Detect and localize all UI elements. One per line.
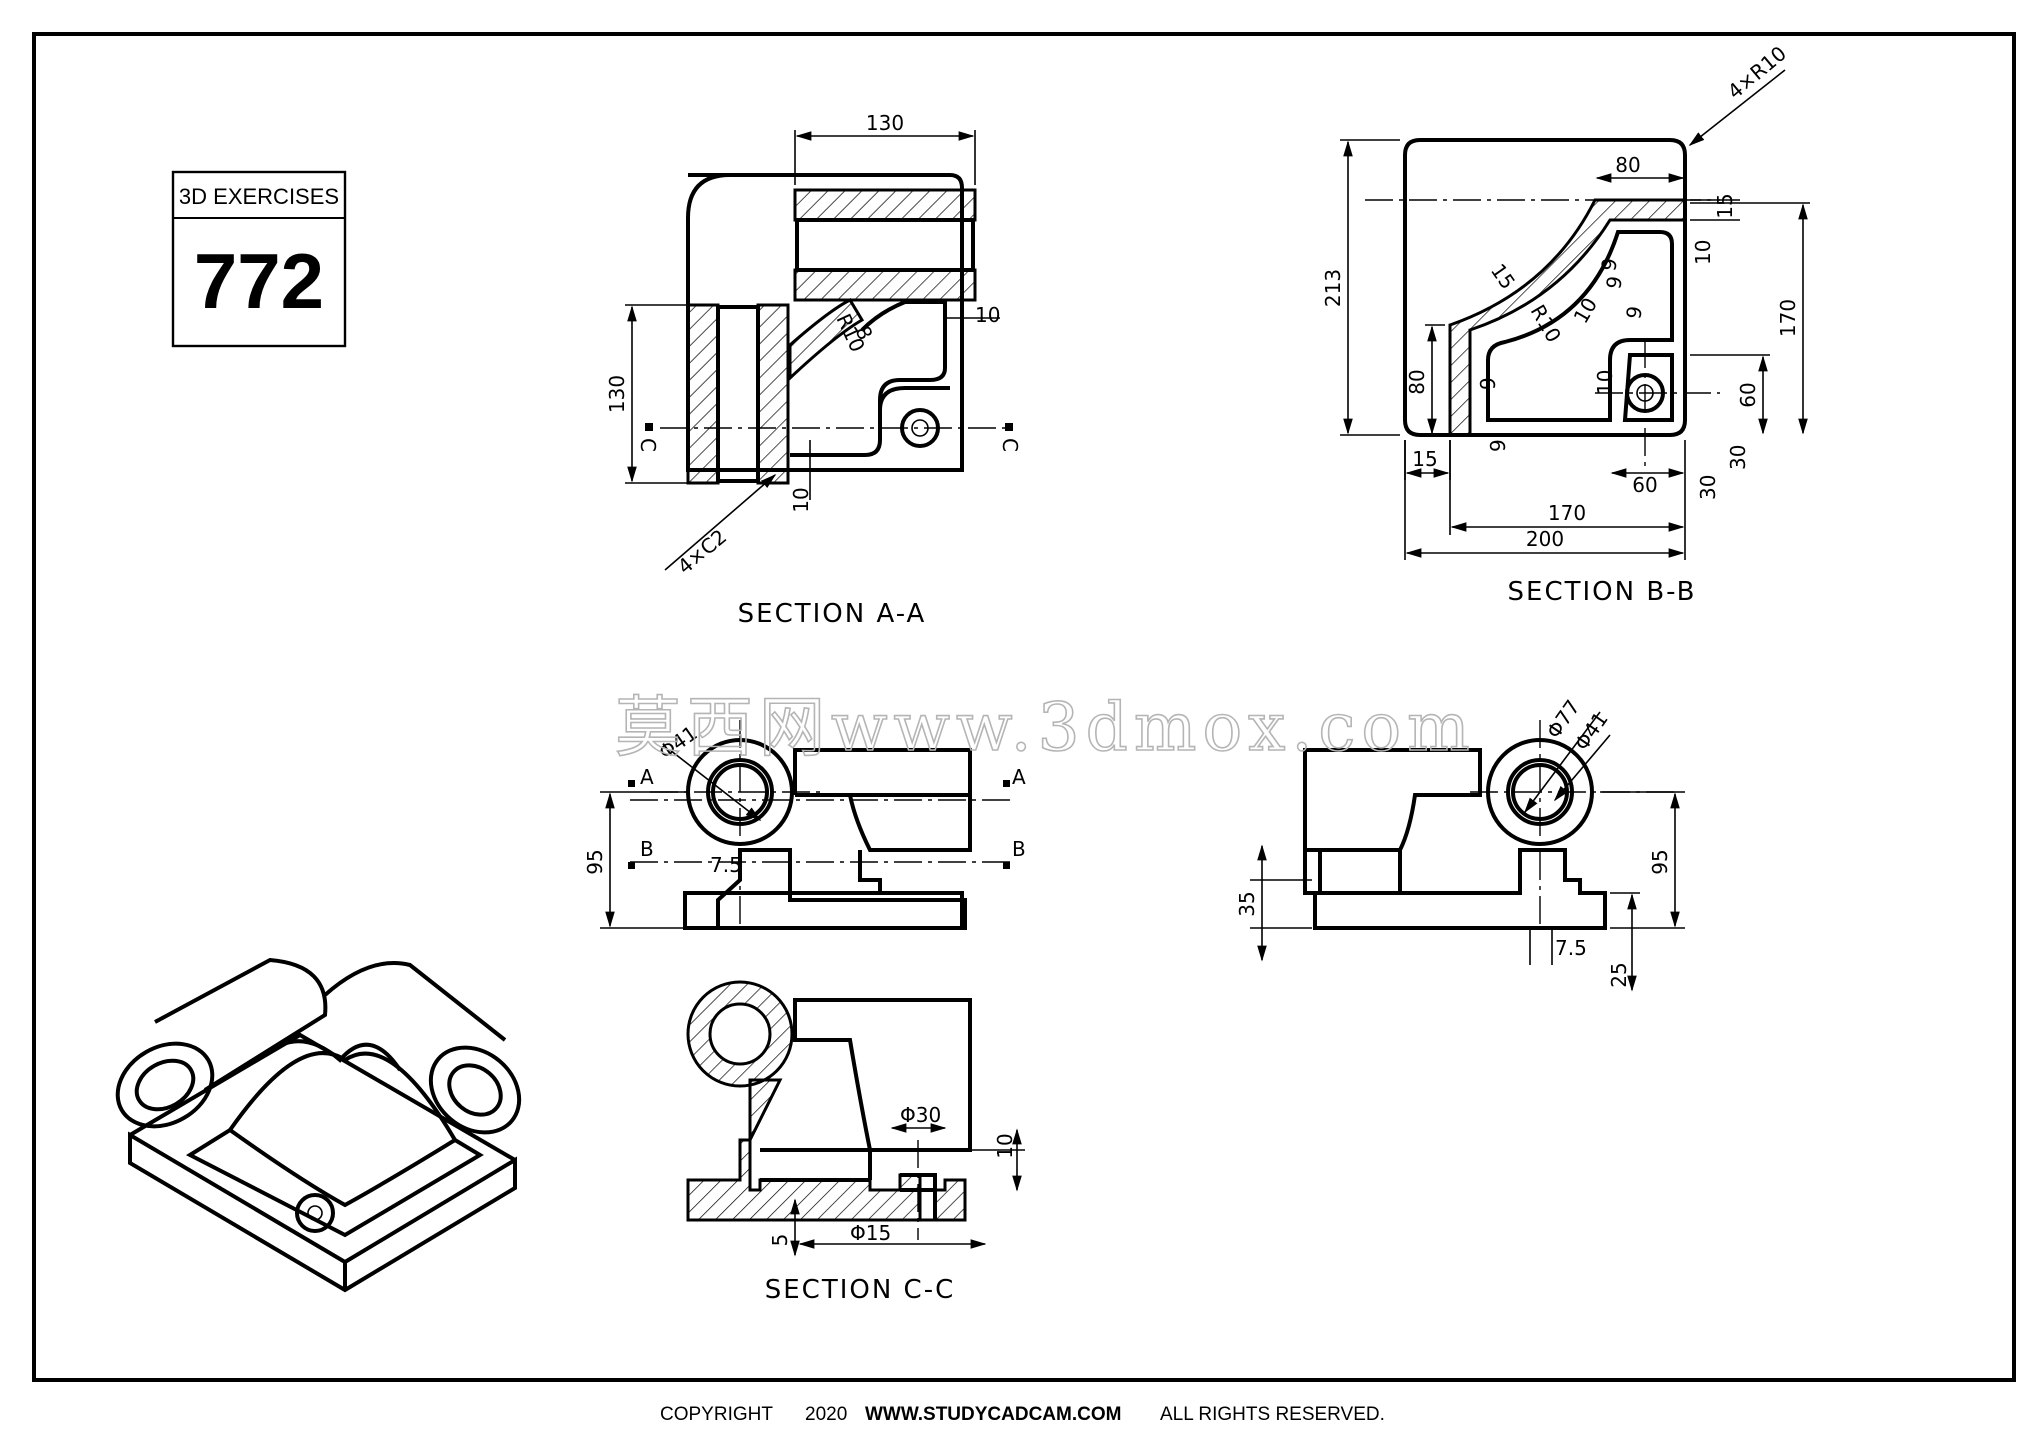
dim-bb-9c: 9	[1621, 304, 1647, 321]
cut-c-right: C	[998, 438, 1022, 452]
section-cc-view: Φ30 10 Φ15 5 SECTION C-C	[686, 980, 1025, 1305]
section-bb-view: 4×R10 80 15 10 213 170 15 9 9 R10 10 9 8…	[1321, 41, 1810, 607]
dim-bb-60-bottom: 60	[1632, 473, 1657, 497]
isometric-view	[115, 957, 522, 1293]
dim-aa-height: 130	[605, 375, 629, 413]
cut-a-left: A	[640, 765, 654, 789]
cut-c-left: C	[636, 438, 660, 452]
cut-b-right: B	[1012, 837, 1026, 861]
dim-side-95: 95	[1648, 849, 1672, 874]
dim-cc-d30: Φ30	[900, 1103, 941, 1127]
exercise-number: 772	[194, 237, 324, 325]
section-aa-view: 130 130 10 10 4×C2 R10 8 C C SECTION A-A	[605, 111, 1022, 629]
dim-bb-30b: 30	[1726, 445, 1750, 470]
dim-aa-wall-bottom: 10	[789, 487, 813, 512]
section-bb-title: SECTION B-B	[1508, 577, 1697, 607]
dim-cc-5: 5	[768, 1234, 792, 1247]
dim-bb-15-diag: 15	[1486, 259, 1520, 294]
dim-bb-10b: 10	[1569, 293, 1603, 327]
dim-bb-15-top: 15	[1713, 193, 1737, 218]
dim-front-7-5: 7.5	[710, 853, 742, 877]
dim-bb-170-right: 170	[1776, 299, 1800, 337]
footer-copyright: COPYRIGHT	[660, 1404, 773, 1425]
dim-bb-r10: R10	[1526, 301, 1566, 347]
dim-bb-9d: 9	[1476, 377, 1500, 390]
footer: COPYRIGHT 2020 WWW.STUDYCADCAM.COM ALL R…	[660, 1404, 1385, 1425]
footer-year: 2020	[805, 1404, 847, 1425]
footer-site: WWW.STUDYCADCAM.COM	[865, 1404, 1121, 1425]
dim-aa-width: 130	[866, 111, 904, 135]
dim-bb-80-top: 80	[1615, 153, 1640, 177]
dim-side-7-5: 7.5	[1555, 936, 1587, 960]
dim-bb-9a: 9	[1596, 256, 1622, 273]
footer-rights: ALL RIGHTS RESERVED.	[1160, 1404, 1385, 1425]
dim-bb-200: 200	[1526, 527, 1564, 551]
exercise-label: 3D EXERCISES	[179, 184, 339, 209]
dim-aa-wall-right: 10	[975, 303, 1000, 327]
dim-cc-10: 10	[993, 1133, 1017, 1158]
dim-bb-170-bottom: 170	[1548, 501, 1586, 525]
cut-b-left: B	[640, 837, 654, 861]
dim-cc-d15: Φ15	[850, 1221, 891, 1245]
dim-bb-30a: 30	[1696, 475, 1720, 500]
dim-bb-10: 10	[1691, 240, 1715, 265]
section-cc-title: SECTION C-C	[765, 1275, 956, 1305]
dim-bb-9e: 9	[1486, 439, 1510, 452]
cut-a-right: A	[1012, 765, 1026, 789]
section-aa-title: SECTION A-A	[738, 599, 927, 629]
dim-side-25: 25	[1607, 962, 1631, 987]
dim-bb-10c: 10	[1593, 370, 1617, 395]
dim-bb-60-right: 60	[1736, 382, 1760, 407]
dim-front-95: 95	[583, 849, 607, 874]
watermark: 莫西网www.3dmox.com	[615, 689, 1476, 766]
exercise-title-block: 3D EXERCISES 772	[171, 170, 347, 348]
dim-bb-15-bottom: 15	[1412, 447, 1437, 471]
dim-side-35: 35	[1235, 891, 1259, 916]
dim-bb-9b: 9	[1601, 274, 1627, 291]
sheet-border	[32, 32, 2016, 1382]
dim-bb-80-left: 80	[1405, 369, 1429, 394]
dim-aa-chamfer: 4×C2	[673, 524, 731, 578]
dim-bb-213: 213	[1321, 269, 1345, 307]
